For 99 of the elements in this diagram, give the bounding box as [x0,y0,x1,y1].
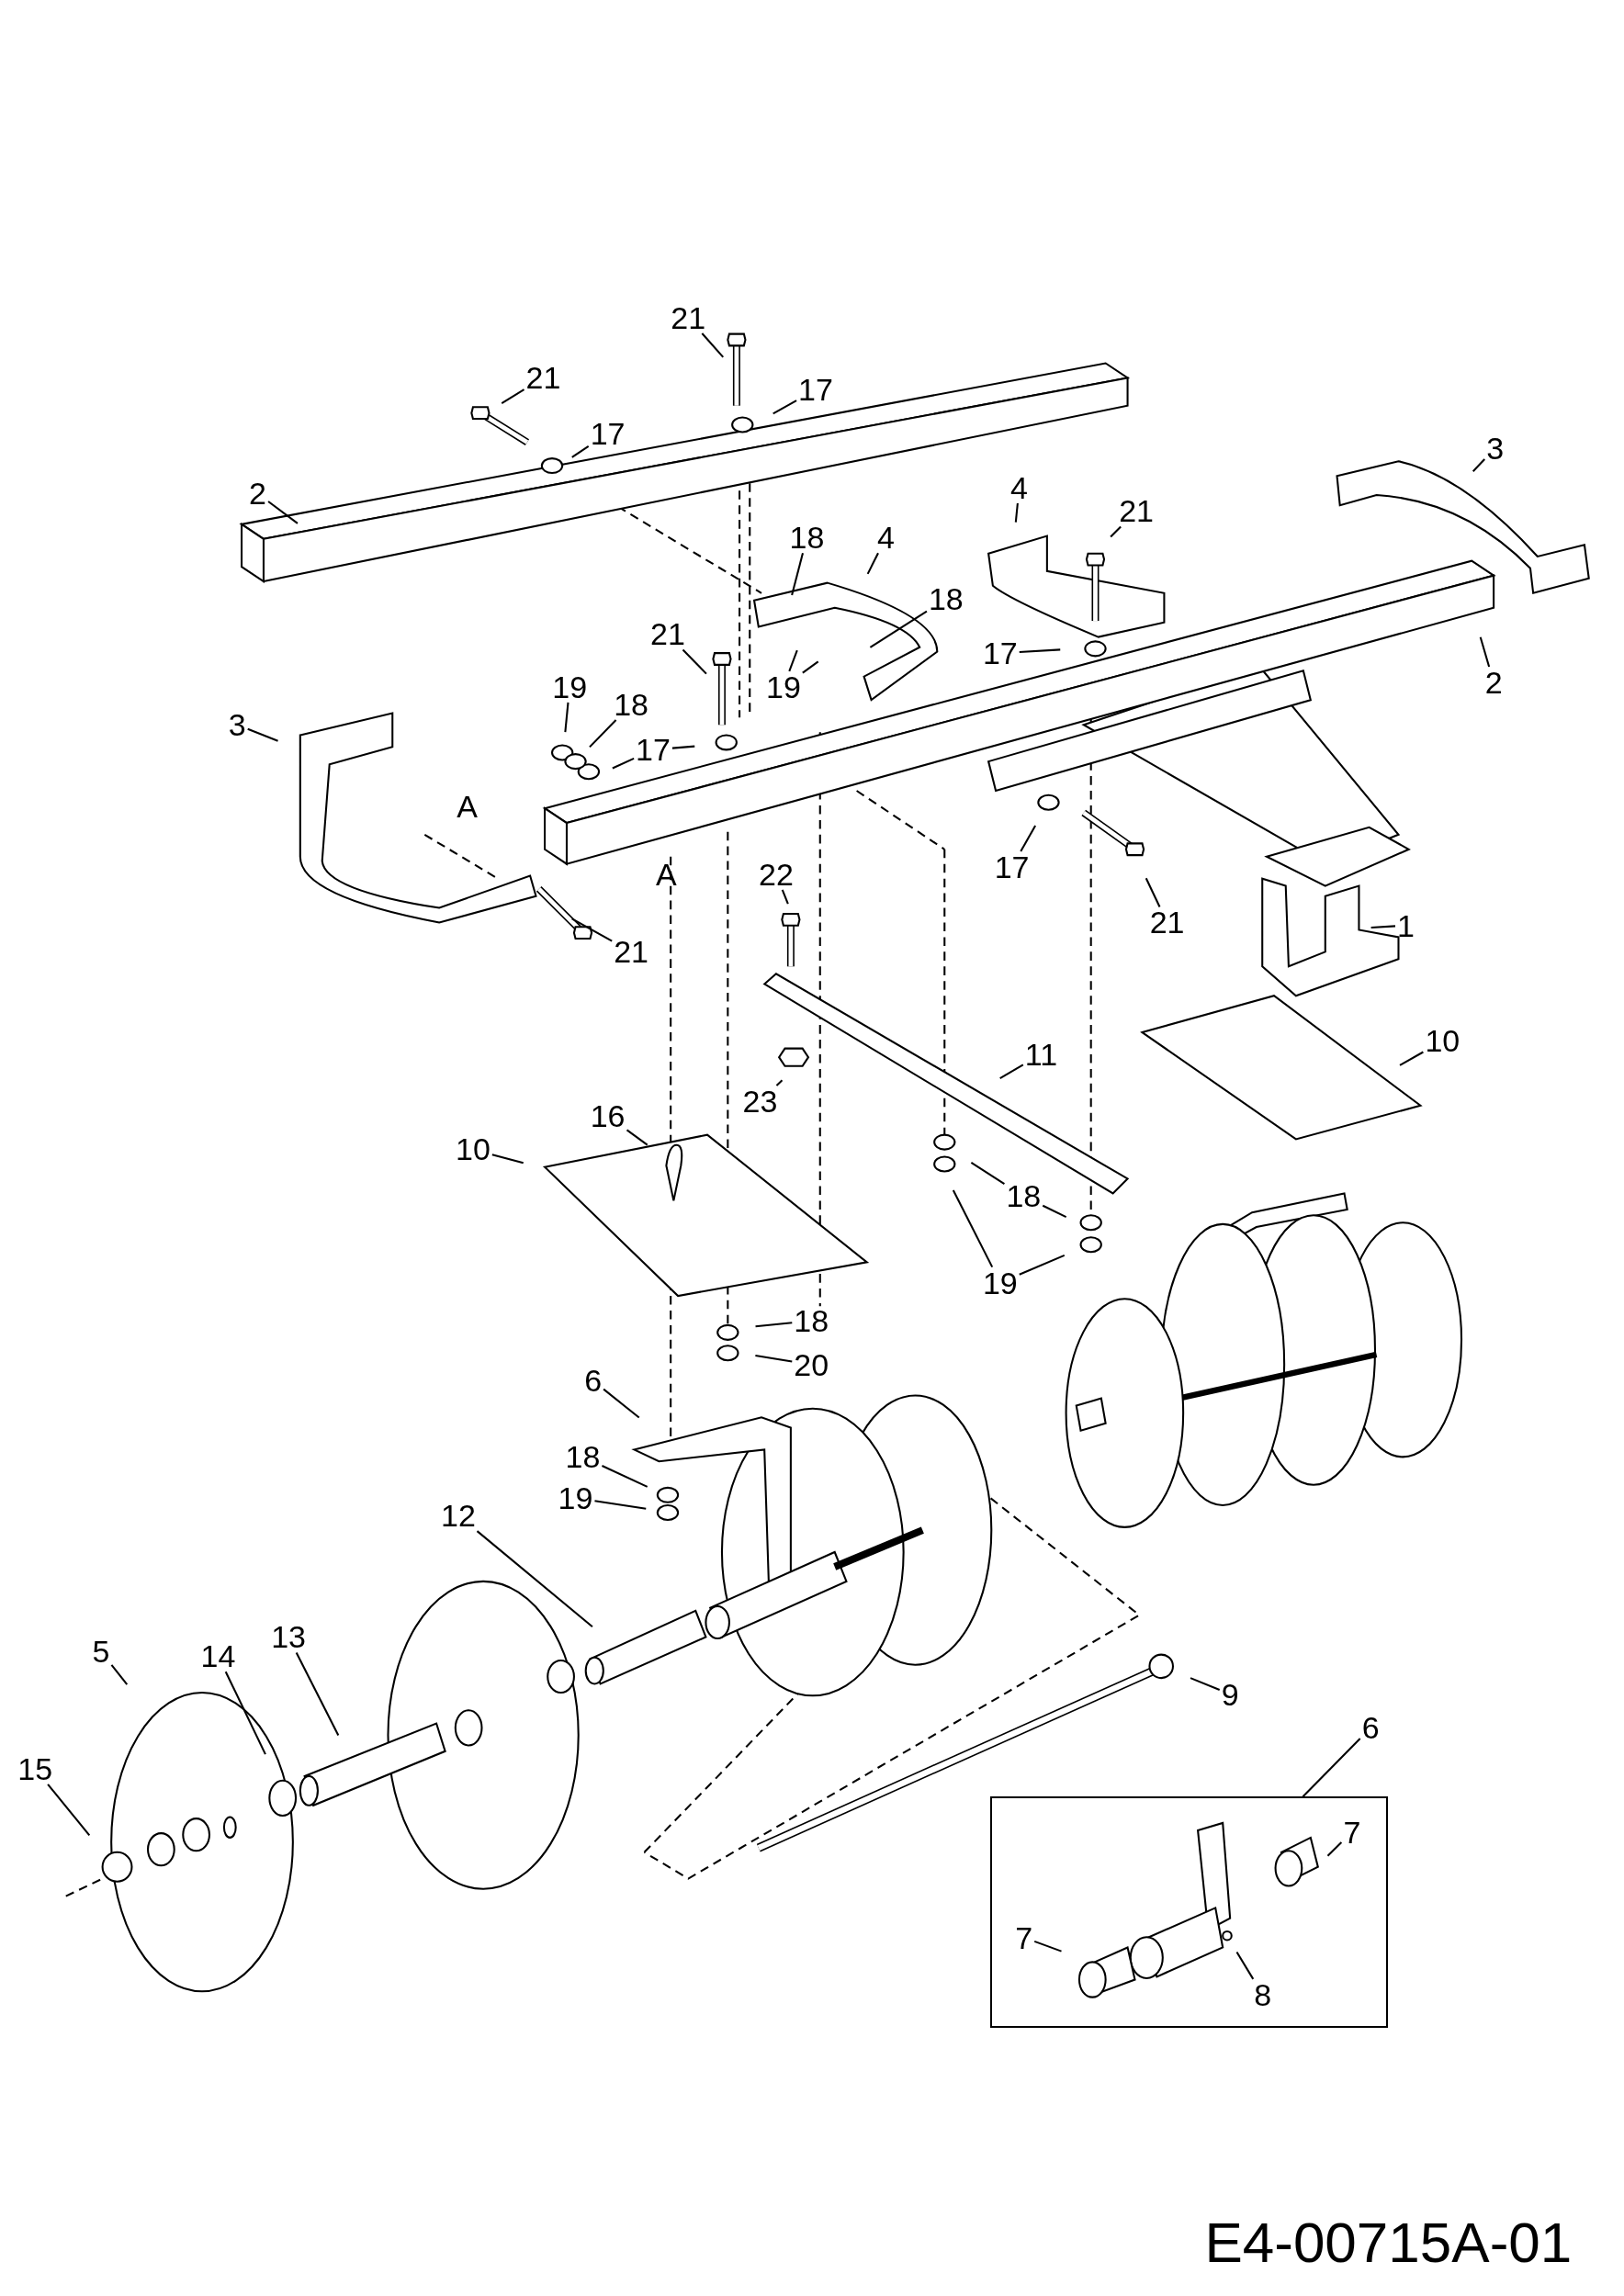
leader-line [501,388,525,404]
callout-number: 6 [582,1365,604,1397]
leader-line [781,889,789,905]
leader-line [594,1500,647,1510]
callout-number: 19 [556,1481,595,1514]
callout-number: 3 [226,709,248,741]
callout-number: 21 [524,362,563,394]
callout-number: 10 [454,1133,492,1165]
callout-number: 17 [992,850,1032,883]
callout-number: 13 [269,1621,308,1653]
leader-line [571,445,590,458]
callout-number: 21 [648,618,687,650]
leader-line [701,332,725,358]
callout-number: 16 [588,1099,627,1131]
leader-line [1033,1940,1062,1953]
leader-line [791,552,804,596]
leader-line [476,1530,593,1628]
callout-number: 2 [247,478,269,510]
callout-number: 21 [1117,495,1156,527]
leader-line [626,1129,648,1146]
leader-line [110,1664,129,1685]
callout-number: 11 [1022,1038,1060,1070]
callout-number: 18 [787,522,827,554]
leader-line [1302,1738,1361,1797]
leader-line [1145,877,1161,907]
leader-line [1235,1952,1255,1980]
leader-line [952,1189,994,1268]
leader-line [589,719,617,748]
callout-number: 17 [980,637,1020,669]
callout-number: 17 [634,734,672,766]
callout-number: 20 [792,1348,831,1380]
leader-line [970,1162,1005,1185]
leader-line [866,552,879,575]
leader-line [773,400,797,415]
leader-line [1110,525,1122,538]
leader-line [1190,1677,1221,1691]
callout-number: 14 [198,1640,238,1672]
leader-line [1042,1204,1067,1219]
callout-number: 18 [792,1305,831,1336]
leader-line [671,745,695,749]
leader-line [267,501,299,524]
leader-line [247,727,278,742]
callout-number: 23 [740,1085,780,1117]
callout-number: 19 [764,670,803,703]
callout-number: 17 [588,417,627,449]
leader-line [682,648,707,675]
callout-number: 18 [1004,1180,1043,1212]
leader-line [1020,825,1037,852]
leader-line [564,702,570,733]
leader-line [571,917,613,942]
callout-number: 17 [796,374,835,406]
leader-line [755,1322,793,1328]
callout-number: 4 [1009,471,1031,503]
callout-number: 10 [1423,1025,1462,1057]
section-mark: A [457,791,478,823]
callout-number: 6 [1359,1712,1382,1744]
leader-line [1370,925,1396,929]
leader-line [1326,1841,1343,1857]
leader-line [1399,1051,1424,1066]
callout-number: 18 [926,583,965,615]
callout-number: 4 [875,522,897,554]
leader-line [1019,648,1061,653]
leader-line [1019,1254,1066,1276]
callout-number: 18 [612,688,650,720]
callout-number: 19 [550,670,590,703]
leader-line [755,1355,793,1363]
callout-number: 2 [1483,666,1505,698]
leader-line [775,1079,784,1086]
leader-line [601,1465,648,1488]
callout-number: 9 [1219,1678,1241,1710]
leader-line [224,1671,266,1755]
callout-number: 21 [612,936,650,968]
callout-number: 19 [980,1266,1020,1299]
callout-number: 12 [439,1500,478,1531]
leader-line [1014,502,1019,523]
leader-line [869,610,928,648]
callout-number: 1 [1395,909,1416,941]
callout-number: 15 [16,1752,55,1784]
leader-line [491,1154,524,1165]
leader-line [603,1388,640,1419]
callout-number: 21 [1147,906,1187,939]
leader-line [999,1064,1024,1079]
leader-line [802,660,819,674]
callout-number: 18 [563,1441,603,1473]
leader-line [788,649,798,672]
drawing-number: E4-00715A-01 [1204,2214,1573,2272]
leader-line [47,1784,91,1837]
callout-number: 7 [1013,1921,1035,1953]
callout-number: 5 [90,1636,112,1668]
callout-number: 8 [1252,1978,1274,2010]
callout-number: 3 [1484,432,1506,464]
leader-line [1479,636,1491,668]
leader-line [1472,458,1485,472]
inset-frame [989,1796,1389,2028]
callout-number: 22 [757,858,795,890]
callout-number: 7 [1341,1816,1363,1848]
leader-line [612,758,635,770]
leader-line [295,1652,340,1737]
callout-number: 21 [669,301,708,333]
